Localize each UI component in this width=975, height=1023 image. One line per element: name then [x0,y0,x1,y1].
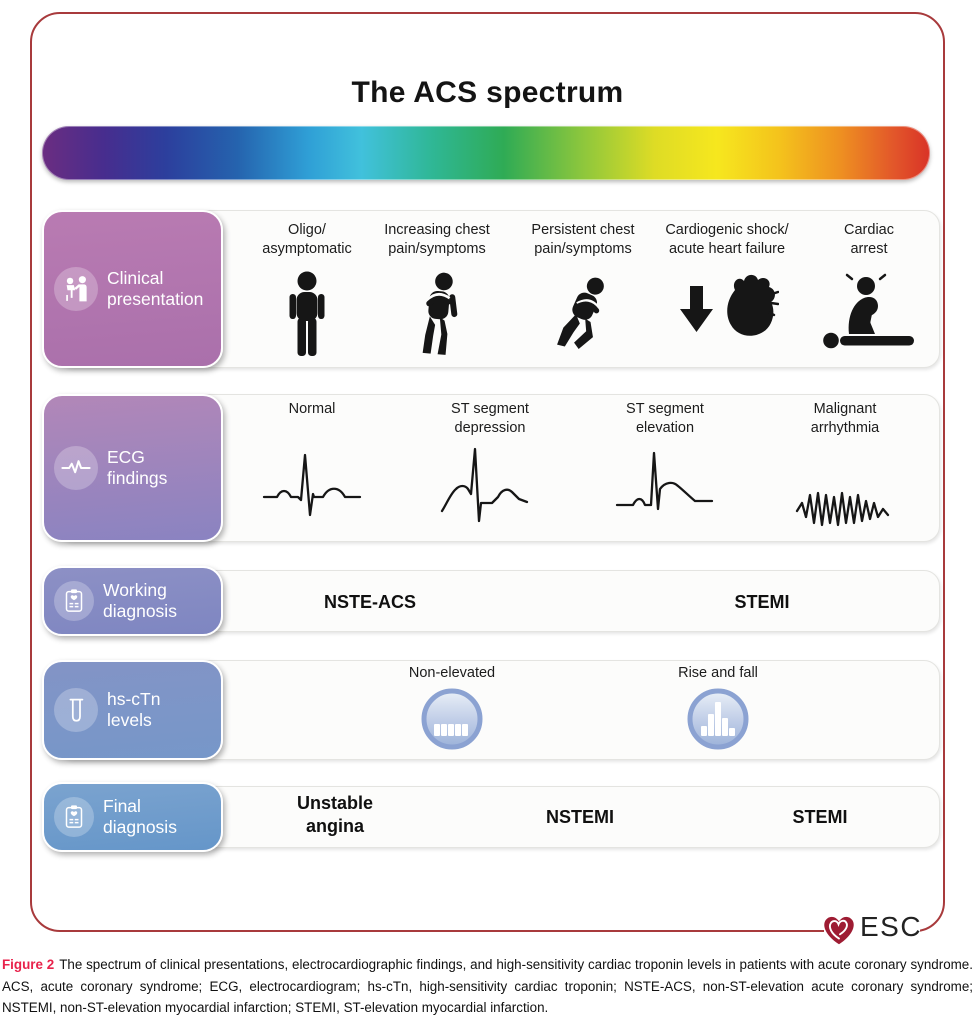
row-label-ecg-findings: ECG findings [42,394,223,542]
column-ecg-normal: Normal [242,400,382,530]
flat-bars-circle-icon [421,688,483,750]
column-header: Oligo/asymptomatic [262,222,352,257]
figure-caption-text: The spectrum of clinical presentations, … [2,957,973,1016]
esc-heart-logo-icon [820,912,858,953]
working-diagnosis-stemi: STEMI [734,592,790,612]
row-label-text: Clinical presentation [107,267,204,309]
row-label-text: ECG findings [107,446,168,488]
row-label-hs-ctn-levels: hs-cTn levels [42,660,223,760]
cpr-icon [823,273,914,349]
ecg-st-elevation-trace [615,451,714,511]
doctor-patient-icon [54,267,98,311]
working-diagnosis-nste-acs: NSTE-ACS [323,592,416,612]
row-label-text: hs-cTn levels [107,688,161,730]
final-diagnosis-stemi: STEMI [792,807,848,827]
clipboard-heart-icon [54,581,94,621]
person-clutching-chest-icon [557,277,604,350]
column-cardiogenic-shock: Cardiogenic shock/acute heart failure [637,221,817,358]
row-label-working-diagnosis: Working diagnosis [42,566,223,636]
final-diagnosis-unstable-angina: Unstable angina [296,793,374,836]
row-label-text: Working diagnosis [103,579,177,621]
hs-ctn-rise-and-fall-label: Rise and fall [678,665,758,681]
figure-caption-label: Figure 2 [2,957,55,972]
standing-person-icon [289,271,325,357]
test-tube-icon [54,688,98,732]
person-arm-on-chest-icon [422,272,458,355]
row-label-clinical-presentation: Clinical presentation [42,210,223,368]
ecg-st-depression-trace [440,447,529,523]
acs-spectrum-gradient-bar [42,126,930,180]
clipboard-heart-icon [54,797,94,837]
column-oligo-asymptomatic: Oligo/asymptomatic [232,221,382,366]
hs-ctn-non-elevated-label: Non-elevated [408,665,496,681]
ecg-malignant-arrhythmia-trace [795,491,890,527]
ecg-waveform-icon [54,446,98,490]
row-label-final-diagnosis: Final diagnosis [42,782,223,852]
final-diagnosis-nstemi: NSTEMI [545,807,614,827]
column-header: Cardiogenic shock/acute heart failure [665,222,789,257]
ecg-normal-trace [262,453,362,516]
esc-logo-text: ESC [860,911,923,942]
rise-fall-bars-circle-icon [687,688,749,750]
column-header: Normal [288,401,336,417]
down-arrow-heart-icon [680,274,780,336]
figure-title: The ACS spectrum [351,76,624,109]
row-label-text: Final diagnosis [103,795,177,837]
